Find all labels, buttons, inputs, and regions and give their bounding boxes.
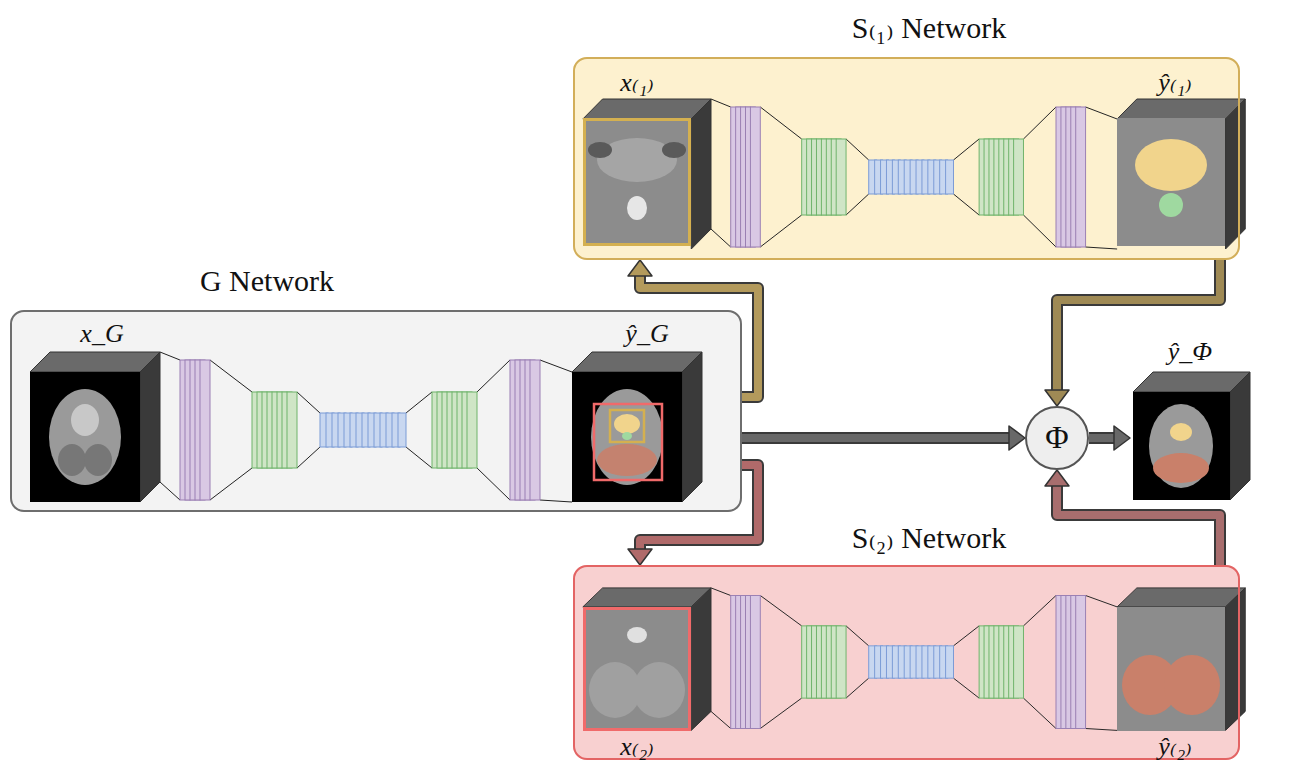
panel-heading: G Network <box>200 264 334 297</box>
mri-input-full <box>30 372 140 502</box>
arrow-head <box>628 260 652 276</box>
thick-arrow <box>628 465 758 565</box>
segmentation-crop-1 <box>1117 118 1225 246</box>
arrow-head <box>1045 390 1069 406</box>
network-panel: S₍₁₎ Networkx₍₁₎ŷ₍₁₎ <box>573 57 1240 260</box>
network-panel: G Networkx_Gŷ_G <box>10 310 742 512</box>
output-label: ŷ_Φ <box>1168 338 1212 367</box>
fusion-symbol: Φ <box>1045 420 1068 455</box>
arrow-body <box>1089 434 1116 442</box>
network-layers <box>583 588 1245 731</box>
thick-arrow <box>1089 426 1130 450</box>
output-label: ŷ_G <box>625 320 668 349</box>
output-cube <box>1133 372 1250 500</box>
segmentation-crop-2 <box>1117 607 1225 731</box>
thick-arrow <box>742 426 1025 450</box>
panel-fill <box>10 310 742 512</box>
arrow-body <box>1057 484 1220 565</box>
thick-arrow <box>1045 470 1220 565</box>
input-label: x₍₁₎ <box>620 69 653 98</box>
input-label: x₍₂₎ <box>620 733 653 762</box>
arrow-body <box>742 434 1011 442</box>
arrow-outline <box>1089 432 1116 444</box>
output-volume: ŷ_Φ <box>1130 338 1252 504</box>
output-label: ŷ₍₂₎ <box>1158 733 1191 762</box>
panel-heading: S₍₁₎ Network <box>852 11 1006 44</box>
thick-arrow <box>1045 260 1220 406</box>
panel-heading: S₍₂₎ Network <box>852 521 1006 554</box>
panel-fill <box>573 57 1240 260</box>
arrow-outline <box>1057 260 1220 392</box>
arrow-outline <box>1057 484 1220 565</box>
arrow-head <box>1114 426 1130 450</box>
output-label: ŷ₍₁₎ <box>1158 69 1191 98</box>
arrow-head <box>1045 470 1069 486</box>
arrow-head <box>628 549 652 565</box>
network-layers <box>583 99 1245 249</box>
mri-crop-1 <box>583 118 691 246</box>
mri-crop-2 <box>583 607 691 731</box>
fusion-circle: Φ <box>1025 406 1089 470</box>
mri-output-full <box>572 372 682 502</box>
arrow-head <box>1009 426 1025 450</box>
network-layers <box>30 352 702 502</box>
input-label: x_G <box>80 320 123 349</box>
network-panel: S₍₂₎ Networkx₍₂₎ŷ₍₂₎ <box>573 565 1240 760</box>
arrow-outline <box>742 432 1011 444</box>
arrow-body <box>1057 260 1220 392</box>
